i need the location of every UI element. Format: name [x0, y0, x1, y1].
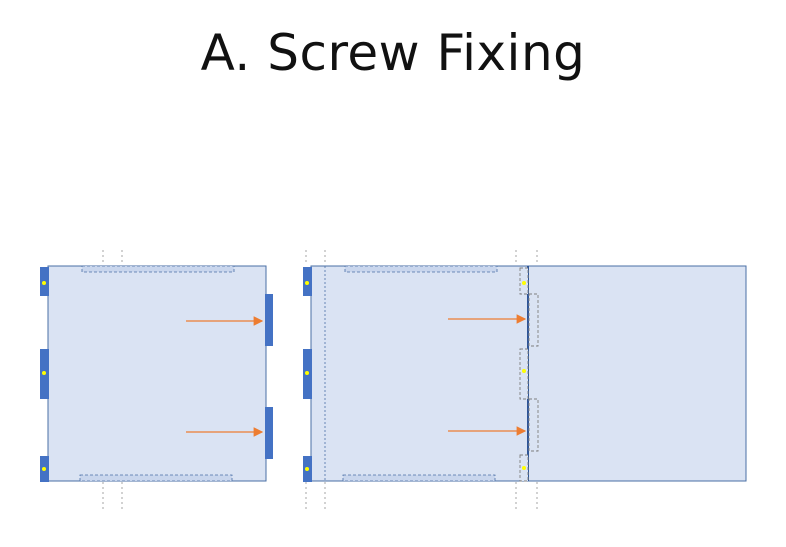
- screw-dot-icon: [522, 466, 526, 470]
- joined-panel-right: [527, 265, 747, 482]
- screw-dot-icon: [42, 281, 46, 285]
- right-left-top-post-stub: [305, 250, 326, 265]
- slide-title: A. Screw Fixing: [200, 24, 586, 82]
- joint-bracket-right-upper: [528, 293, 539, 347]
- left-top-post-stub: [102, 250, 123, 265]
- left-bottom-post-stub: [102, 482, 123, 510]
- screw-dot-icon: [42, 467, 46, 471]
- right-joint-bottom-post-stub: [515, 482, 538, 510]
- left-bottom-rail: [79, 474, 233, 482]
- left-panel: [47, 265, 267, 482]
- screw-dot-icon: [522, 281, 526, 285]
- right-joint-top-post-stub: [515, 250, 538, 265]
- screw-dot-icon: [305, 281, 309, 285]
- joined-bottom-rail: [342, 474, 496, 482]
- right-left-bottom-post-stub: [305, 482, 326, 510]
- screw-dot-icon: [522, 369, 526, 373]
- joined-panel-left: [310, 265, 529, 482]
- right-assembly: [303, 250, 747, 510]
- joint-bracket-right-lower: [528, 398, 539, 452]
- right-bracket-upper: [265, 294, 273, 346]
- joined-top-rail: [344, 265, 498, 273]
- screw-dot-icon: [42, 371, 46, 375]
- joint-bracket-left-middle: [519, 348, 529, 400]
- left-top-rail: [81, 265, 235, 273]
- screw-dot-icon: [305, 371, 309, 375]
- screw-dot-icon: [305, 467, 309, 471]
- left-assembly: [40, 250, 273, 510]
- right-bracket-lower: [265, 407, 273, 459]
